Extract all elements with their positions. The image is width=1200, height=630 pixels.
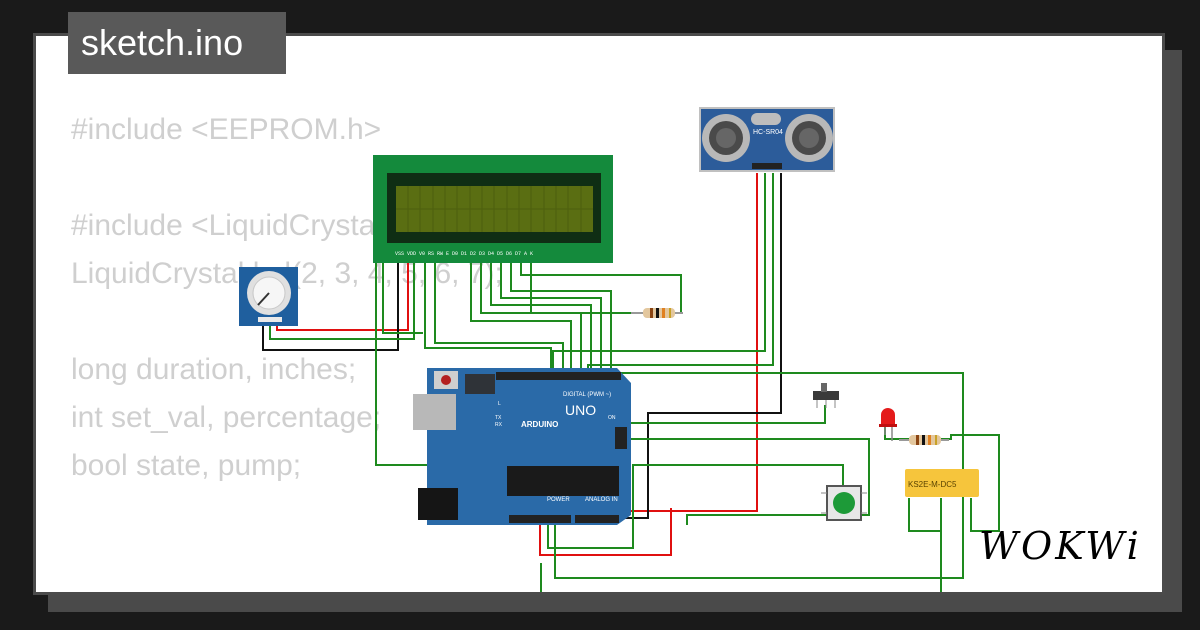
project-title: sketch.ino xyxy=(68,12,286,74)
arduino-l-label: L xyxy=(498,401,501,407)
wire-red xyxy=(539,503,672,556)
wire-green xyxy=(587,173,774,373)
wire-green xyxy=(554,372,964,579)
arduino-uno[interactable]: DIGITAL (PWM ~) ARDUINO UNO POWER ANALOG… xyxy=(413,368,631,525)
wire-green xyxy=(490,261,592,373)
wire-green xyxy=(941,434,1000,532)
wire-green xyxy=(908,498,941,532)
wire-black xyxy=(617,173,782,519)
resistor-lcd[interactable] xyxy=(631,308,683,318)
wokwi-logo: WOKWi xyxy=(979,524,1142,568)
arduino-rx-label: RX xyxy=(495,422,503,428)
wire-green xyxy=(382,261,423,334)
code-line: #include <EEPROM.h> xyxy=(71,113,382,146)
wires xyxy=(262,173,1000,592)
arduino-model: UNO xyxy=(565,402,596,418)
arduino-power-label: POWER xyxy=(547,497,570,503)
wire-green xyxy=(269,261,415,340)
arduino-on-label: ON xyxy=(608,415,616,421)
ultrasonic-label: HC-SR04 xyxy=(753,129,783,136)
wire-green xyxy=(617,438,870,525)
code-line: bool state, pump; xyxy=(71,449,302,482)
wire-black xyxy=(262,261,399,351)
preview-card: #include <EEPROM.h> #include <LiquidCrys… xyxy=(33,33,1165,595)
wire-green xyxy=(434,261,564,373)
arduino-digital-label: DIGITAL (PWM ~) xyxy=(563,392,611,398)
wire-green xyxy=(470,261,572,373)
arduino-brand: ARDUINO xyxy=(521,420,558,429)
wire-green xyxy=(547,464,844,549)
lcd-pin-labels: VSS VDD V0 RS RW E D0 D1 D2 D3 D4 D5 D6 … xyxy=(395,251,533,257)
relay-module[interactable]: KS2E-M-DC5 xyxy=(905,469,979,497)
relay-label: KS2E-M-DC5 xyxy=(908,480,957,489)
wire-green xyxy=(424,261,552,373)
push-button[interactable] xyxy=(821,485,867,521)
arduino-analog-label: ANALOG IN xyxy=(585,497,618,503)
code-line: long duration, inches; xyxy=(71,353,357,386)
ultrasonic-sensor[interactable]: HC-SR04 xyxy=(699,107,835,172)
arduino-tx-label: TX xyxy=(495,415,502,421)
red-led[interactable] xyxy=(879,408,897,441)
wire-green xyxy=(552,173,766,373)
wire-red xyxy=(617,173,758,512)
resistor-led[interactable] xyxy=(899,435,949,445)
circuit-diagram: VSS VDD V0 RS RW E D0 D1 D2 D3 D4 D5 D6 … xyxy=(239,107,1000,592)
potentiometer[interactable] xyxy=(239,267,298,326)
lcd-pixel-grid xyxy=(396,186,593,232)
pot-knob-indicator xyxy=(257,292,270,306)
lcd-display[interactable]: VSS VDD V0 RS RW E D0 D1 D2 D3 D4 D5 D6 … xyxy=(373,155,613,263)
code-line: int set_val, percentage; xyxy=(71,401,382,434)
wire-green xyxy=(530,261,643,314)
code-background: #include <EEPROM.h> #include <LiquidCrys… xyxy=(71,106,503,592)
wire-green xyxy=(510,261,612,373)
slide-switch[interactable] xyxy=(813,383,839,408)
wire-green xyxy=(623,405,826,424)
wire-green xyxy=(500,261,602,373)
